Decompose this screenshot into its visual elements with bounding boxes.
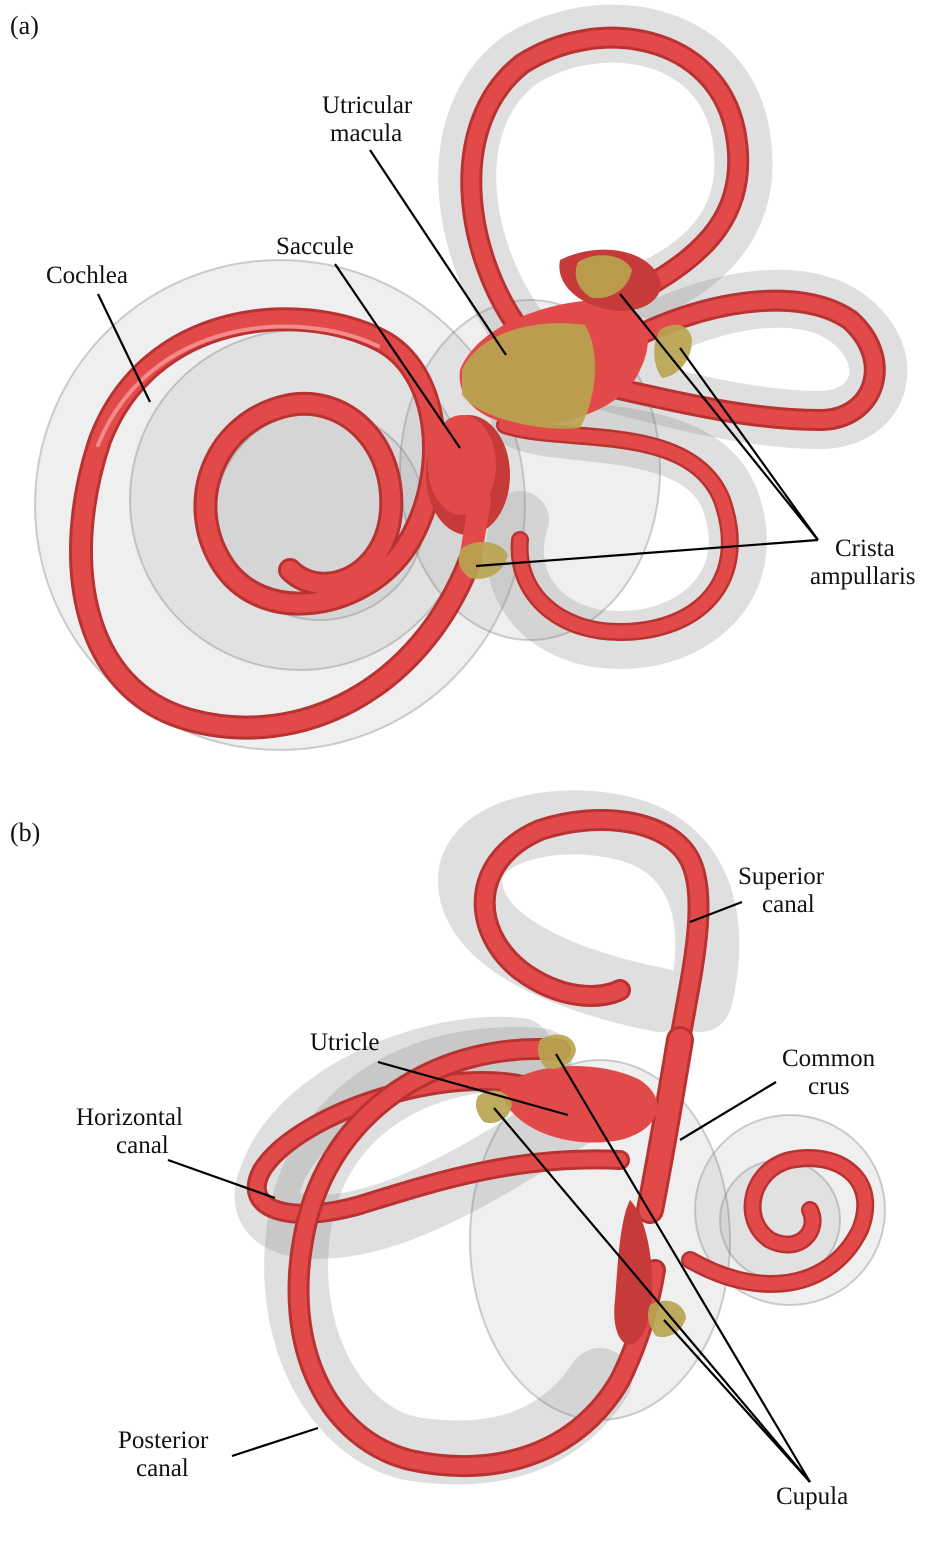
panel-b-label: (b) [10,818,40,847]
label-cupula: Cupula [776,1483,848,1510]
label-utricle: Utricle [310,1029,379,1056]
label-horizontal-canal-line1: Horizontal [76,1104,183,1131]
panel-a-label: (a) [10,11,39,40]
label-cochlea: Cochlea [46,262,128,289]
label-utricular-macula-line2: macula [330,120,402,147]
label-posterior-canal-line1: Posterior [118,1427,209,1454]
label-posterior-canal-line2: canal [136,1455,189,1482]
leader-cupula-3 [664,1320,810,1482]
leader-posterior-canal [232,1428,318,1456]
crista-lateral-patch [654,325,692,378]
label-crista-line1: Crista [835,535,895,562]
label-superior-canal-line2: canal [762,891,815,918]
label-horizontal-canal-line2: canal [116,1132,169,1159]
label-common-crus-line2: crus [808,1073,850,1100]
label-utricular-macula-line1: Utricular [322,92,413,119]
label-saccule: Saccule [276,233,354,260]
panel-a-bony-labyrinth [35,34,878,750]
panel-a: (a) [10,11,916,750]
label-common-crus-line1: Common [782,1045,876,1072]
label-crista-line2: ampullaris [810,563,916,590]
label-superior-canal-line1: Superior [738,863,825,890]
panel-b: (b) [10,818,885,1510]
